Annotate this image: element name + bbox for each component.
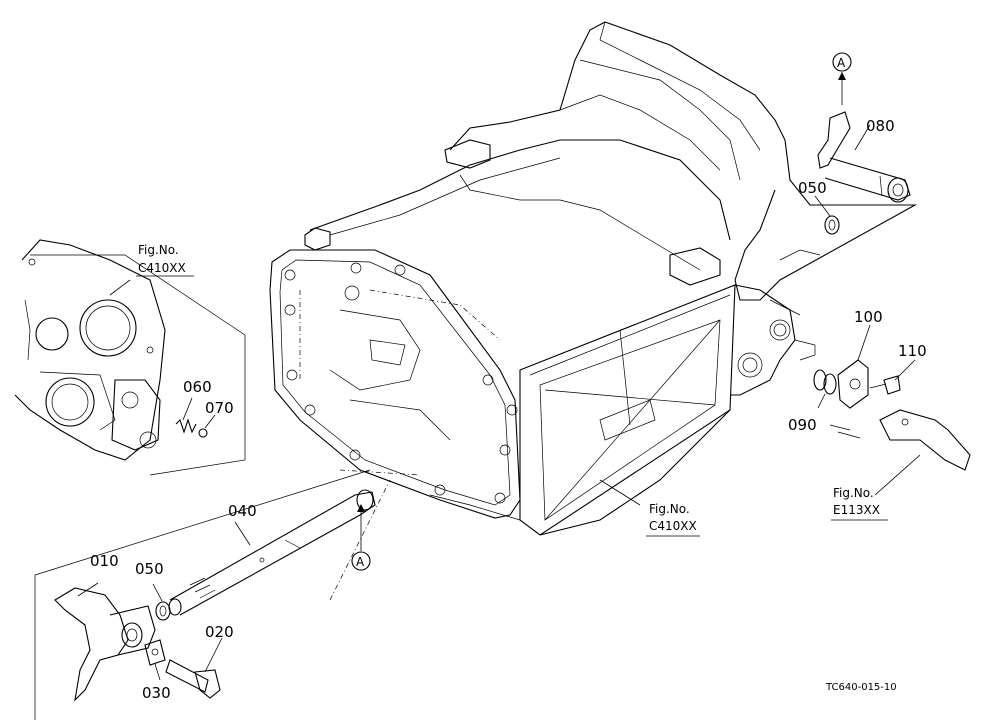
part-label-010: 010 — [90, 552, 119, 570]
ref-left-code: C410XX — [138, 261, 186, 275]
ref-left-label: Fig.No. — [138, 243, 179, 257]
part-label-030: 030 — [142, 684, 171, 702]
part-label-050-lower: 050 — [135, 560, 164, 578]
o-rings-090 — [813, 369, 837, 395]
right-lever-assembly — [829, 409, 971, 471]
circlip-050-upper — [824, 215, 840, 235]
part-label-060: 060 — [183, 378, 212, 396]
leader-lines — [77, 124, 921, 681]
bolt-110 — [869, 375, 901, 395]
part-label-110: 110 — [898, 342, 927, 360]
ref-center-code: C410XX — [649, 519, 697, 533]
bolt-020 — [165, 659, 221, 699]
transmission-case — [269, 21, 918, 536]
part-label-090: 090 — [788, 416, 817, 434]
part-label-050-upper: 050 — [798, 179, 827, 197]
lock-plate-030 — [144, 639, 166, 666]
part-label-020: 020 — [205, 623, 234, 641]
part-label-040: 040 — [228, 502, 257, 520]
ref-center-label: Fig.No. — [649, 502, 690, 516]
shift-rod-040 — [168, 489, 376, 616]
part-label-070: 070 — [205, 399, 234, 417]
lower-left-panel — [34, 469, 391, 720]
callout-bottom-letter: A — [356, 555, 365, 569]
ball-070 — [198, 428, 208, 438]
shift-lever-080 — [817, 111, 911, 203]
callout-top — [832, 52, 852, 105]
plate-100 — [837, 359, 869, 409]
shift-fork-010 — [54, 587, 156, 702]
callout-top-letter: A — [837, 56, 846, 70]
part-label-080: 080 — [866, 117, 895, 135]
circlip-050-lower — [155, 601, 171, 621]
drawing-code: TC640-015-10 — [825, 682, 897, 693]
spring-060 — [175, 418, 197, 434]
ref-right-code: E113XX — [833, 503, 880, 517]
left-detail-housing — [14, 239, 246, 476]
ref-right-label: Fig.No. — [833, 486, 874, 500]
part-label-100: 100 — [854, 308, 883, 326]
callout-bottom — [351, 504, 371, 571]
